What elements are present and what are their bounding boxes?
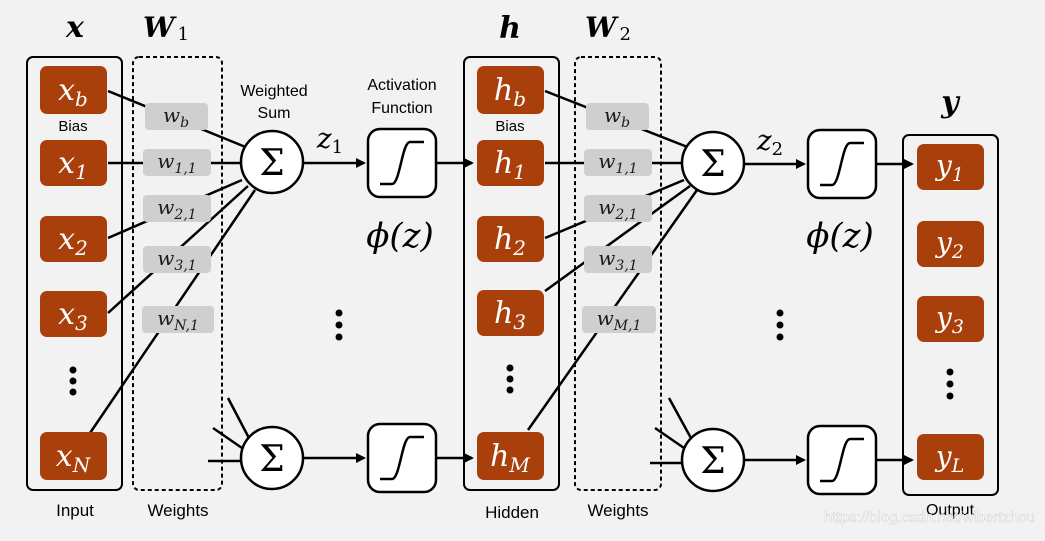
svg-text:x3: x3 [58, 297, 88, 335]
svg-text:hb: hb [494, 73, 526, 111]
svg-text:wM,1: wM,1 [597, 306, 642, 334]
weighted-sum-label-line2: Sum [258, 105, 291, 122]
svg-text:Σ: Σ [259, 439, 284, 480]
output-node-y3: y3 [917, 296, 984, 342]
activation-label-line2: Function [371, 100, 432, 117]
input-node-xb: xb [40, 66, 107, 114]
activation-box-2-bottom [806, 424, 878, 496]
weights2-caption: Weights [587, 501, 648, 520]
output-layer-box [902, 134, 999, 496]
svg-text:w1,1: w1,1 [157, 149, 196, 177]
svg-text:xb: xb [58, 73, 88, 111]
sum-node-2-bottom: Σ [680, 427, 746, 493]
svg-text:w2,1: w2,1 [157, 195, 196, 223]
weight1-wb: wb [145, 103, 208, 131]
svg-text:x2: x2 [58, 222, 88, 260]
svg-text:x1: x1 [58, 146, 88, 184]
phi-label-1: ϕ(z) [366, 216, 434, 256]
ellipsis-middle-2 [776, 309, 784, 341]
weight2-w31: w3,1 [584, 246, 652, 274]
input-node-x1: x1 [40, 140, 107, 186]
output-caption: Output [926, 502, 975, 519]
hidden-node-h1: h1 [477, 140, 544, 186]
weighted-sum-label-line1: Weighted [240, 83, 307, 100]
input-layer-box [26, 56, 123, 491]
input-bias-label: Bias [58, 118, 87, 135]
hidden-header: h [499, 11, 521, 46]
weights1-box [132, 56, 223, 491]
connections-layer-1 [86, 89, 257, 463]
z2-label: z2 [756, 124, 783, 160]
svg-text:yL: yL [934, 440, 964, 477]
weight2-wM1: wM,1 [582, 306, 656, 334]
input-node-x2: x2 [40, 216, 107, 262]
ellipsis-middle-1 [335, 309, 343, 341]
input-ellipsis [69, 366, 77, 396]
svg-text:Σ: Σ [700, 144, 725, 185]
svg-text:w3,1: w3,1 [157, 246, 196, 274]
svg-text:y2: y2 [934, 226, 964, 263]
sum-node-1-bottom: Σ [239, 425, 305, 491]
hidden-node-h2: h2 [477, 216, 544, 262]
output-ellipsis [946, 368, 954, 400]
hidden-caption: Hidden [485, 503, 539, 522]
weight2-w11: w1,1 [584, 149, 652, 177]
input-node-x3: x3 [40, 291, 107, 337]
weights1-caption: Weights [147, 501, 208, 520]
input-caption: Input [56, 501, 94, 520]
weight2-w21: w2,1 [584, 195, 652, 223]
weights2-box [574, 56, 662, 491]
input-node-xN: xN [40, 432, 107, 480]
hidden-node-h3: h3 [477, 290, 544, 336]
input-header: x [65, 10, 85, 45]
svg-text:hM: hM [490, 439, 530, 477]
svg-text:wb: wb [604, 103, 630, 131]
hidden-bias-label: Bias [495, 118, 524, 135]
svg-text:y1: y1 [934, 149, 964, 186]
weight1-w11: w1,1 [143, 149, 211, 177]
svg-text:h1: h1 [494, 146, 526, 184]
hidden-layer-box [463, 56, 560, 491]
activation-box-1-bottom [366, 422, 438, 494]
svg-text:y3: y3 [934, 301, 964, 338]
weight1-w31: w3,1 [143, 246, 211, 274]
hidden-node-hb: hb [477, 66, 544, 114]
weight1-wN1: wN,1 [142, 306, 214, 334]
activation-box-2-top [806, 128, 878, 200]
svg-text:w1,1: w1,1 [598, 149, 637, 177]
weight2-wb: wb [586, 103, 649, 131]
svg-text:Σ: Σ [700, 441, 725, 482]
output-node-yL: yL [917, 434, 984, 480]
svg-text:w2,1: w2,1 [598, 195, 637, 223]
svg-text:h3: h3 [494, 296, 526, 334]
svg-text:xN: xN [56, 439, 92, 477]
svg-text:w3,1: w3,1 [598, 246, 637, 274]
activation-box-1-top [366, 127, 438, 199]
hidden-node-hM: hM [477, 432, 544, 480]
phi-label-2: ϕ(z) [806, 216, 874, 256]
z1-label: z1 [316, 122, 343, 158]
sum-node-2-top: Σ [680, 130, 746, 196]
watermark: https://blog.csdn.net/wibertzhou [824, 509, 1035, 526]
connections-layer-2 [526, 89, 699, 465]
svg-text:wN,1: wN,1 [157, 306, 199, 334]
hidden-ellipsis [506, 364, 514, 394]
activation-label-line1: Activation [367, 77, 436, 94]
output-node-y1: y1 [917, 144, 984, 190]
svg-text:h2: h2 [494, 222, 526, 260]
svg-text:Σ: Σ [259, 143, 284, 184]
output-node-y2: y2 [917, 221, 984, 267]
svg-text:wb: wb [163, 103, 189, 131]
sum-node-1-top: Σ [239, 129, 305, 195]
output-header: y [940, 85, 961, 120]
weight1-w21: w2,1 [143, 195, 211, 223]
